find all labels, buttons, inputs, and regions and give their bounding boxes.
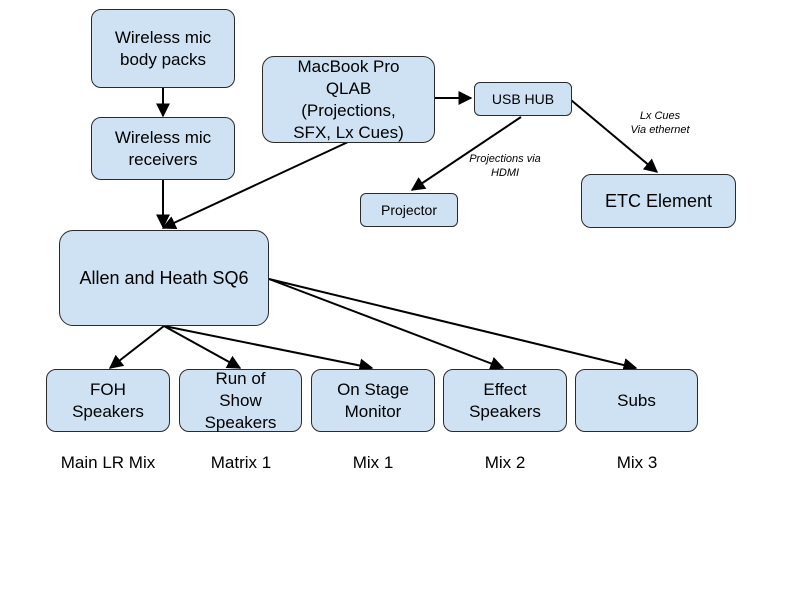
arrow-mixer-to-monitor <box>163 325 374 373</box>
edge-label-lx-cues-via-ethernet: Lx Cues Via ethernet <box>630 110 690 136</box>
node-etc-element: ETC Element <box>581 174 736 228</box>
arrow-mixer-to-runofshow <box>163 325 242 369</box>
mix-label-mix-1: Mix 1 <box>352 453 394 472</box>
node-label: USB HUB <box>491 91 555 107</box>
node-label: Subs <box>617 390 656 410</box>
edge-label-projections-via-hdmi: Projections via HDMI <box>469 153 541 179</box>
arrow-usbhub-to-projector <box>410 116 522 191</box>
node-run-of-show-speakers: Run of Show Speakers <box>179 369 302 432</box>
mix-label-matrix-1: Matrix 1 <box>210 453 272 472</box>
node-label: Projector <box>380 202 438 218</box>
node-label: Allen and Heath SQ6 <box>79 268 249 288</box>
arrow-macbook-to-mixer <box>161 141 349 230</box>
node-label: ETC Element <box>604 191 713 211</box>
node-foh-speakers: FOH Speakers <box>46 369 170 432</box>
node-label: Effect Speakers <box>469 379 541 421</box>
node-subs: Subs <box>575 369 698 432</box>
node-label: On Stage Monitor <box>337 379 409 421</box>
node-label: Wireless mic body packs <box>114 27 212 69</box>
node-label: Wireless mic receivers <box>114 127 212 169</box>
node-usb-hub: USB HUB <box>474 82 572 116</box>
node-on-stage-monitor: On Stage Monitor <box>311 369 435 432</box>
mix-label-main-lr: Main LR Mix <box>60 453 156 472</box>
mix-label-mix-3: Mix 3 <box>616 453 658 472</box>
arrow-mixer-to-effect <box>268 278 505 371</box>
node-projector: Projector <box>360 193 458 227</box>
node-label: MacBook Pro QLAB (Projections, SFX, Lx C… <box>293 56 404 142</box>
mix-label-mix-2: Mix 2 <box>484 453 526 472</box>
node-wireless-mic-body-packs: Wireless mic body packs <box>91 9 235 88</box>
node-allen-and-heath-sq6: Allen and Heath SQ6 <box>59 230 269 326</box>
arrow-mixer-to-foh <box>108 325 165 369</box>
arrow-mixer-to-subs <box>268 278 638 372</box>
node-effect-speakers: Effect Speakers <box>443 369 567 432</box>
node-label: Run of Show Speakers <box>204 368 277 432</box>
arrow-usbhub-to-etc <box>570 99 659 173</box>
node-macbook-pro-qlab: MacBook Pro QLAB (Projections, SFX, Lx C… <box>262 56 435 143</box>
node-wireless-mic-receivers: Wireless mic receivers <box>91 117 235 180</box>
node-label: FOH Speakers <box>72 379 144 421</box>
